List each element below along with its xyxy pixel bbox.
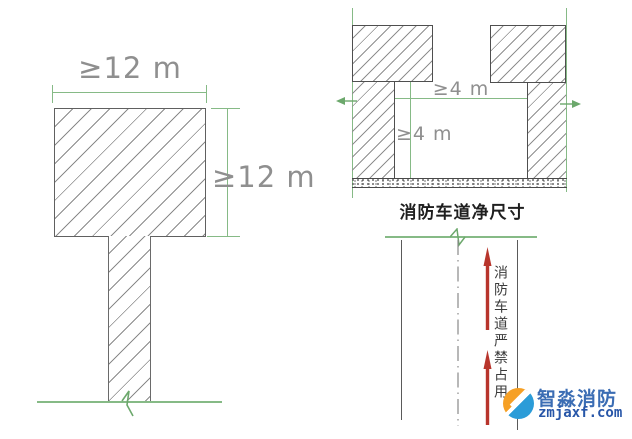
road-edge-left	[401, 240, 402, 420]
brand-site: zmjaxf.com	[538, 405, 623, 421]
clearance-caption: 消防车道净尺寸	[399, 203, 526, 222]
break-arrow-right	[560, 100, 581, 108]
dimension-tick	[206, 85, 207, 103]
dimension-tick	[207, 236, 240, 237]
lane-warning-label: 消防车道严禁占用	[493, 265, 509, 401]
building-width-dimension-label: ≥12 m	[78, 51, 182, 85]
break-arrow-left	[336, 97, 357, 105]
wall-left	[352, 82, 395, 178]
road-center-line	[457, 240, 459, 426]
building-stem	[108, 236, 151, 402]
clearance-height-label: ≥4 m	[396, 123, 453, 145]
dimension-line-horizontal	[52, 92, 207, 93]
dimension-line-vertical	[227, 108, 228, 236]
building-depth-dimension-label: ≥12 m	[212, 160, 316, 194]
clearance-width-label: ≥4 m	[432, 78, 490, 100]
overhang-block-left	[352, 25, 433, 82]
break-symbol	[121, 390, 134, 417]
road-edge-right	[517, 240, 518, 430]
brand-logo-icon	[503, 388, 534, 419]
ground-strip	[352, 178, 567, 188]
dimension-tick	[52, 85, 53, 103]
fire-lane-arrow-up	[483, 350, 492, 425]
break-symbol	[450, 228, 466, 247]
brand-name: 智淼消防	[537, 389, 618, 410]
lane-top-line	[385, 236, 537, 238]
building-block	[54, 108, 206, 237]
ground-line	[37, 401, 222, 403]
dimension-tick	[211, 108, 240, 109]
boundary-line-right	[566, 8, 567, 192]
clearance-height-line	[410, 82, 411, 178]
overhang-block-right	[490, 25, 566, 83]
fire-lane-arrow-up	[483, 247, 492, 330]
clearance-width-line	[395, 98, 527, 99]
wall-right	[527, 83, 566, 178]
